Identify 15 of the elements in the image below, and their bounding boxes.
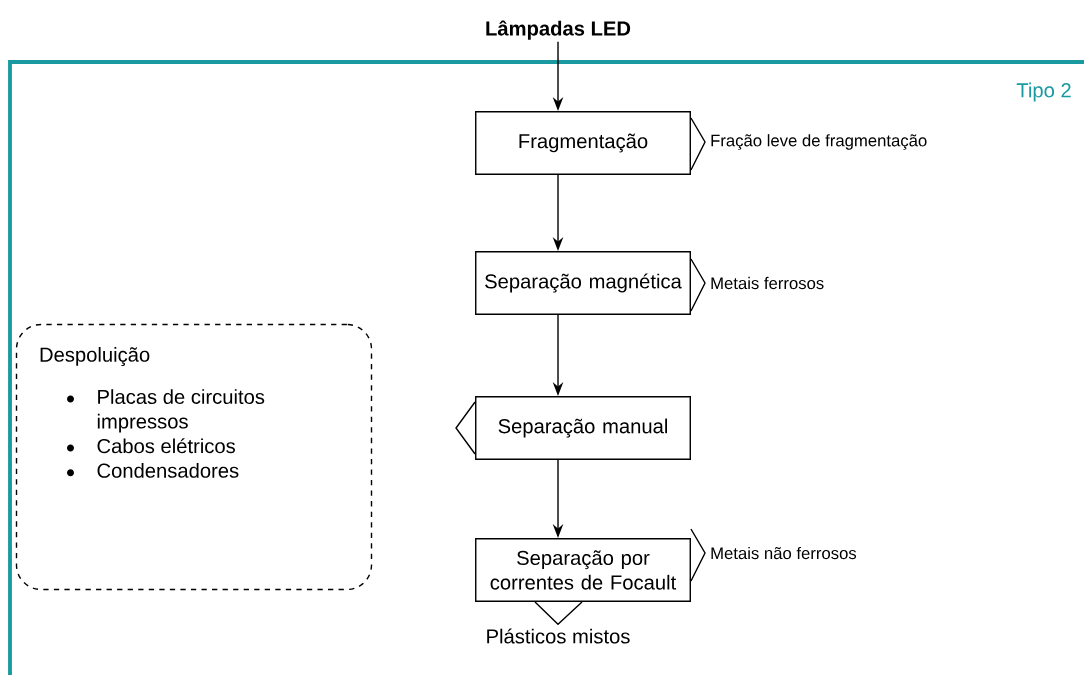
output-chevron	[455, 401, 476, 455]
note-box: Despoluição Placas de circuitos impressos Cabos elétricos Condensadores	[15, 323, 373, 591]
process-box: Separação manual	[475, 396, 691, 460]
output-chevron	[690, 258, 706, 312]
output-label: Fração leve de fragmentação	[711, 134, 927, 150]
process-box: Separação magnética	[475, 251, 691, 315]
process-box: Separação por correntes de Focault	[475, 538, 691, 602]
output-label: Metais ferrosos	[711, 276, 824, 290]
output-chevron	[690, 117, 706, 171]
process-box: Fragmentação	[475, 111, 691, 175]
output-chevron	[690, 528, 706, 582]
input-label: Lâmpadas LED	[486, 20, 631, 40]
output-label: Plásticos mistos	[487, 628, 630, 644]
output-label: Metais não ferrosos	[711, 546, 857, 560]
output-chevron	[534, 601, 583, 626]
